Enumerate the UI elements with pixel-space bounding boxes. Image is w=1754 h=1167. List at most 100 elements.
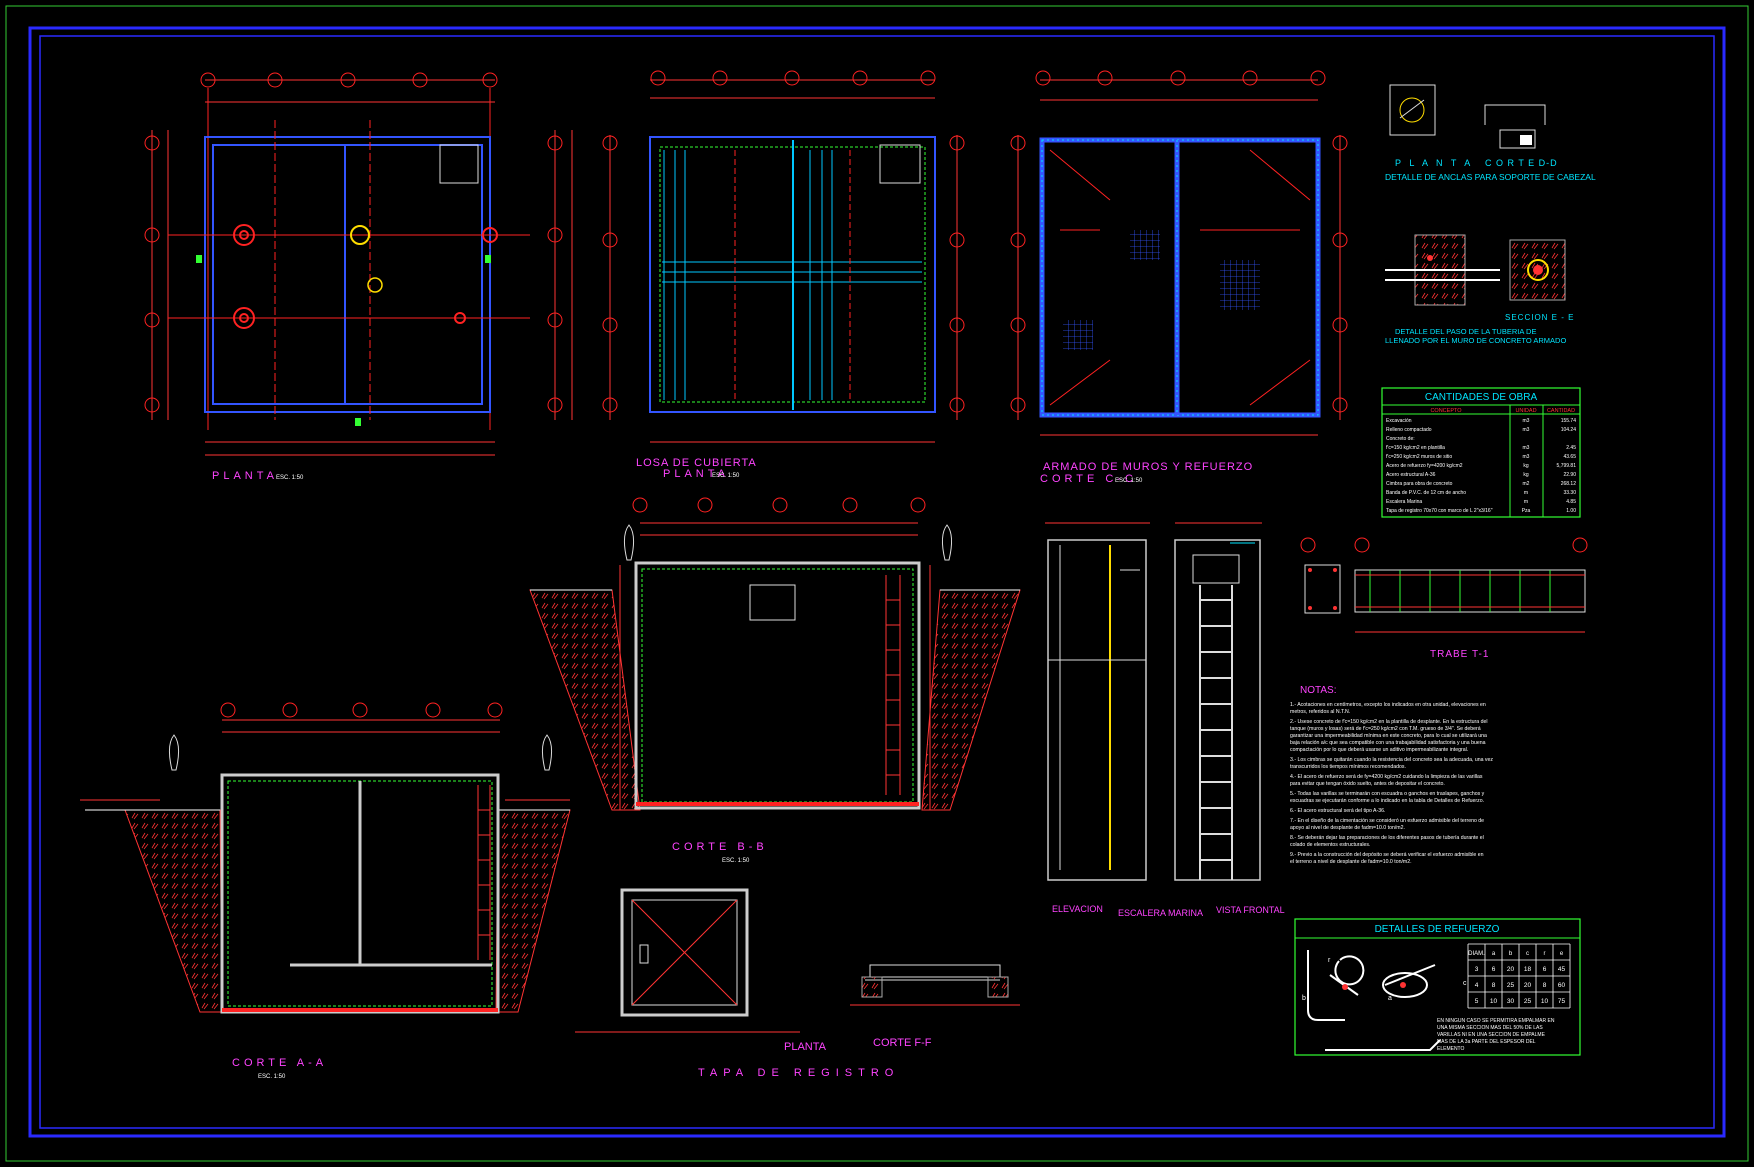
anclas-planta-label: P L A N T A: [1395, 158, 1473, 168]
note-line: baja relación a/c que sea compatible con…: [1290, 740, 1486, 746]
rebar-cell: 45: [1558, 966, 1566, 973]
rebar-note-line: VARILLAS NI EN UNA SECCION DE EMPALME: [1437, 1032, 1546, 1038]
rebar-cell: 20: [1507, 966, 1515, 973]
corte-aa-scale: ESC. 1:50: [258, 1074, 286, 1080]
sheet-border: [5, 5, 1749, 1162]
qty-row-amount: 104.24: [1561, 427, 1577, 433]
qty-row-amount: 33.30: [1563, 490, 1576, 496]
corte-bb-scale: ESC. 1:50: [722, 858, 750, 864]
losa-title-2: PLANTA: [663, 468, 729, 480]
escalera-vista-label: VISTA FRONTAL: [1216, 905, 1285, 915]
rebar-cell: 8: [1492, 982, 1496, 989]
note-line: transcurridos los tiempos mínimos recome…: [1290, 764, 1406, 770]
armado-title-2: CORTE C-C: [1040, 473, 1137, 485]
qty-row-concept: f'c=150 kg/cm2 en plantilla: [1386, 445, 1445, 451]
note-line: 2.- Usese concreto de f'c=150 kg/cm2 en …: [1290, 719, 1488, 725]
rebar-cell: 4: [1475, 982, 1479, 989]
rebar-header: r: [1544, 951, 1546, 957]
qty-row-unit: Pza: [1522, 508, 1531, 514]
corte-bb-section: CORTE B-B ESC. 1:50: [529, 497, 1021, 864]
qty-row-concept: Escalera Marina: [1386, 499, 1422, 505]
rebar-dim-label: c: [1463, 980, 1467, 987]
qty-row-unit: m3: [1523, 454, 1530, 460]
rebar-cell: 8: [1543, 982, 1547, 989]
cantidades-title: CANTIDADES DE OBRA: [1425, 392, 1538, 403]
qty-row-concept: Acero de refuerzo fy=4200 kg/cm2: [1386, 463, 1463, 469]
rebar-dim-label: b: [1302, 995, 1306, 1002]
rebar-header: e: [1560, 951, 1564, 957]
rebar-header: c: [1526, 951, 1529, 957]
note-line: 6.- El acero estructural será del tipo A…: [1290, 808, 1385, 814]
losa-title-1: LOSA DE CUBIERTA: [636, 457, 757, 469]
rebar-dim-label: a: [1388, 995, 1392, 1002]
rebar-cell: 25: [1507, 982, 1515, 989]
paso-title-1: DETALLE DEL PASO DE LA TUBERIA DE: [1395, 327, 1536, 336]
planta-title: PLANTA: [212, 470, 278, 482]
rebar-cell: 6: [1543, 966, 1547, 973]
qty-header: UNIDAD: [1515, 408, 1536, 414]
rebar-cell: 75: [1558, 998, 1566, 1005]
qty-row-amount: 4.85: [1566, 499, 1576, 505]
note-line: 7.- En el diseño de la cimentación se co…: [1290, 818, 1484, 824]
qty-row-unit: kg: [1523, 472, 1529, 478]
note-line: apoyo al nivel de desplante de fadm=10.0…: [1290, 825, 1405, 831]
planta-plan-view: PLANTA ESC. 1:50: [144, 72, 573, 482]
rebar-header: b: [1509, 951, 1513, 957]
tapa-registro-detail: PLANTA CORTE F-F TAPA DE REGISTRO: [575, 888, 1020, 1079]
note-line: para evitar que tengan óxido suelto, ant…: [1290, 781, 1445, 787]
qty-row-unit: kg: [1523, 463, 1529, 469]
qty-row-unit: m: [1524, 499, 1528, 505]
note-line: compactación por lo que deberá usarse un…: [1290, 747, 1468, 753]
note-line: colado de elementos estructurales.: [1290, 842, 1370, 848]
paso-seccion-label: SECCION E - E: [1505, 313, 1574, 322]
note-line: escuadras se ejecutarán conforme a lo in…: [1290, 798, 1484, 804]
note-line: 9.- Previo a la construcción del depósit…: [1290, 852, 1484, 858]
qty-row-unit: m: [1524, 490, 1528, 496]
qty-row-unit: m3: [1523, 445, 1530, 451]
qty-row-amount: 22.90: [1563, 472, 1576, 478]
qty-row-concept: Relleno compactado: [1386, 427, 1432, 433]
qty-header: CANTIDAD: [1547, 408, 1575, 414]
rebar-header: a: [1492, 951, 1496, 957]
note-line: 5.- Todas las varillas se terminarán con…: [1290, 791, 1485, 797]
rebar-note-line: EN NINGUN CASO SE PERMITIRA EMPALMAR EN: [1437, 1018, 1555, 1024]
qty-row-unit: m3: [1523, 427, 1530, 433]
paso-tuberia-detail: SECCION E - E DETALLE DEL PASO DE LA TUB…: [1385, 234, 1574, 345]
rebar-note-line: MAS DE LA 3a PARTE DEL ESPESOR DEL: [1437, 1039, 1536, 1045]
rebar-cell: 25: [1524, 998, 1532, 1005]
tapa-planta-label: PLANTA: [784, 1041, 827, 1053]
armado-muros-section: ARMADO DE MUROS Y REFUERZO CORTE C-C ESC…: [1010, 70, 1348, 485]
rebar-cell: 5: [1475, 998, 1479, 1005]
notes-block: NOTAS: 1.- Acotaciones en centímetros, e…: [1290, 685, 1493, 865]
qty-row-unit: m3: [1523, 418, 1530, 424]
rebar-dim-label: r: [1328, 957, 1331, 964]
qty-row-amount: 43.65: [1563, 454, 1576, 460]
qty-row-amount: 1.00: [1566, 508, 1576, 514]
losa-scale: ESC. 1:50: [712, 473, 740, 479]
losa-cubierta-plan: LOSA DE CUBIERTA PLANTA ESC. 1:50: [602, 70, 965, 480]
escalera-marina-detail: ELEVACION ESCALERA MARINA VISTA FRONTAL: [1045, 522, 1285, 918]
note-line: 4.- El acero de refuerzo será de fy=4200…: [1290, 774, 1483, 780]
qty-row-unit: m2: [1523, 481, 1530, 487]
qty-row-concept: Acero estructural A-36: [1386, 472, 1436, 478]
note-line: 1.- Acotaciones en centímetros, excepto …: [1290, 702, 1486, 708]
rebar-note-line: UNA MISMA SECCION MAS DEL 50% DE LAS: [1437, 1025, 1543, 1031]
anclas-title: DETALLE DE ANCLAS PARA SOPORTE DE CABEZA…: [1385, 172, 1596, 182]
rebar-cell: 18: [1524, 966, 1532, 973]
corte-bb-title: CORTE B-B: [672, 841, 768, 853]
rebar-header: DIAM.: [1468, 951, 1485, 957]
rebar-cell: 10: [1541, 998, 1549, 1005]
corte-ff-label: CORTE F-F: [873, 1037, 932, 1049]
qty-row-concept: Concreto de:: [1386, 436, 1415, 442]
armado-title-1: ARMADO DE MUROS Y REFUERZO: [1043, 461, 1253, 473]
planta-scale: ESC. 1:50: [276, 475, 304, 481]
trabe-t1-detail: TRABE T-1: [1300, 537, 1588, 660]
rebar-note-line: ELEMENTO: [1437, 1046, 1465, 1052]
note-line: 8.- Se deberán dejar las preparaciones d…: [1290, 835, 1484, 841]
corte-aa-title: CORTE A-A: [232, 1057, 327, 1069]
rebar-cell: 10: [1490, 998, 1498, 1005]
notes-title: NOTAS:: [1300, 685, 1336, 696]
rebar-cell: 3: [1475, 966, 1479, 973]
escalera-elevacion-label: ELEVACION: [1052, 904, 1103, 914]
